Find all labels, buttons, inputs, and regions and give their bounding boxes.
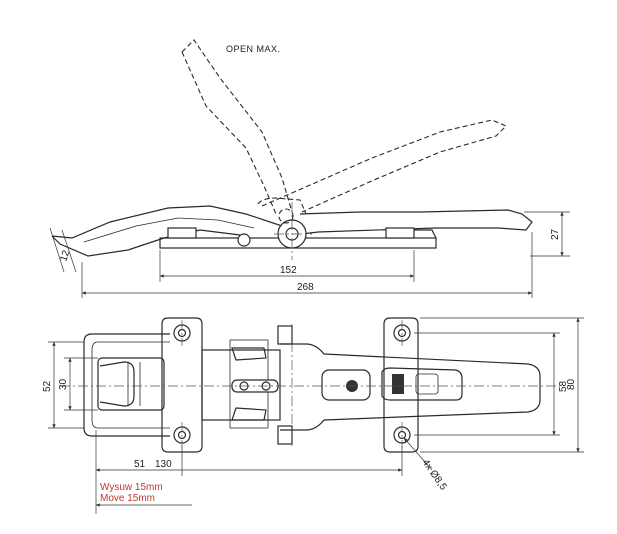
open-max-lever-outline	[181, 39, 293, 215]
lever-handle-plan	[280, 343, 541, 431]
dim-side-total-length: 268	[297, 282, 314, 293]
left-base-plate	[161, 317, 203, 453]
move-label-en: Move 15mm	[100, 493, 155, 504]
pivot-dashed	[278, 208, 294, 224]
dim-plan-outer-height: 52	[42, 380, 53, 392]
handle-slot	[321, 369, 371, 401]
roller	[237, 233, 251, 247]
badge-text-block	[392, 374, 404, 394]
dim-plan-inner-height: 30	[58, 378, 69, 390]
link-arms	[231, 347, 267, 421]
side-view: 12 27 152 268 OPEN MAX.	[49, 39, 570, 298]
dim-plan-hole-spacing: 58	[558, 380, 569, 392]
hook-frame	[83, 333, 170, 437]
closed-lever-inner	[83, 217, 255, 243]
move-label-pl: Wysuw 15mm	[100, 482, 163, 493]
dim-plan-total-height: 80	[566, 378, 577, 390]
dim-holes: 4x Ø8,5	[420, 457, 449, 492]
dim-side-thickness: 12	[58, 249, 72, 263]
pivot-pin-bottom	[277, 425, 293, 445]
badge-plate	[381, 367, 463, 401]
base-hook-right	[414, 229, 437, 239]
dim-plan-offset-a: 51	[134, 459, 146, 470]
right-base-plate	[383, 317, 419, 453]
open-max-label: OPEN MAX.	[226, 44, 281, 54]
base-lug-right	[385, 227, 415, 239]
pivot-pin-top	[277, 325, 293, 345]
badge-window	[415, 373, 439, 395]
dim-side-height: 27	[550, 228, 561, 240]
pivot-dashed-body	[257, 197, 307, 215]
hook-frame-inner	[91, 341, 170, 429]
dim-plan-offset-b: 130	[155, 459, 172, 470]
closed-lever	[51, 205, 283, 257]
hook-slot	[97, 357, 165, 411]
intermediate-lever-outline	[261, 119, 507, 213]
hook-tongue	[99, 361, 135, 407]
dim-side-base-length: 152	[280, 265, 297, 276]
plan-view: 52 30 58 80 51 130 4x Ø8,5 Wysuw 15mm Mo…	[42, 317, 584, 514]
base-lug-left	[167, 227, 197, 239]
